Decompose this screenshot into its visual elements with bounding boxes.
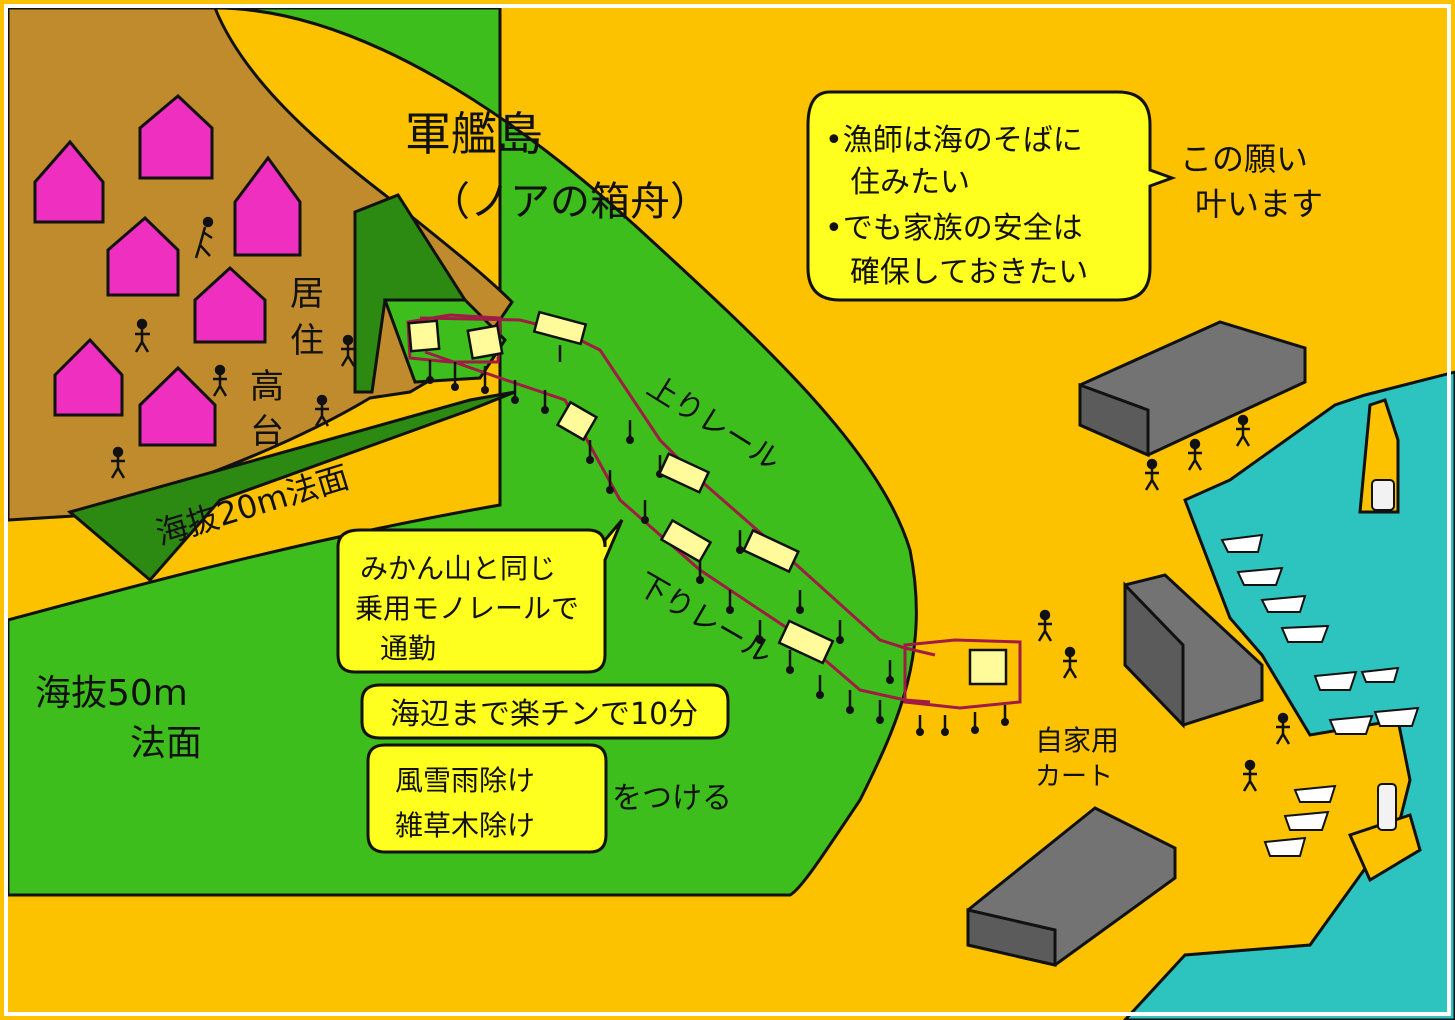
commute-text: 海辺まで楽チンで10分 xyxy=(390,697,698,732)
cart xyxy=(742,528,800,574)
station-loop-bottom xyxy=(903,638,1022,710)
residential-label: 住 xyxy=(290,321,324,361)
person-icon xyxy=(1062,646,1078,679)
lighthouse-icon xyxy=(1371,479,1395,511)
boat-icon xyxy=(1328,714,1374,735)
monorail-carts xyxy=(407,310,1008,686)
slope-band-20m xyxy=(66,390,516,583)
boat-icon xyxy=(1280,624,1330,643)
rail-post-caps xyxy=(426,376,1009,736)
person-icon xyxy=(212,364,228,397)
shelter-bubble xyxy=(366,743,608,854)
residential-label: 高 xyxy=(250,367,284,407)
green-hill xyxy=(6,6,918,897)
wish-answer: 叶います xyxy=(1195,185,1323,223)
monorail-line: 乗用モノレールで xyxy=(355,592,579,625)
boats xyxy=(1220,533,1420,857)
cart xyxy=(657,452,711,494)
boat-icon xyxy=(1293,784,1337,803)
boat-icon xyxy=(1236,566,1284,586)
boat-icon xyxy=(1283,810,1330,831)
cart xyxy=(466,324,504,360)
island-subtitle: （ノアの箱舟） xyxy=(430,179,710,225)
cart xyxy=(555,400,599,442)
person-icon xyxy=(134,318,150,353)
monorail-line: 通勤 xyxy=(380,632,436,665)
cart xyxy=(968,648,1008,686)
boat-icon xyxy=(1373,706,1420,727)
wish-line: •でも家族の安全は xyxy=(825,211,1083,246)
commute-bubble xyxy=(360,683,730,740)
boat-icon xyxy=(1360,666,1400,683)
wish-line: 確保しておきたい xyxy=(850,255,1088,290)
person-icon xyxy=(314,394,330,427)
lighthouses xyxy=(1371,479,1397,831)
warehouses xyxy=(966,320,1307,967)
person-icon xyxy=(1037,609,1053,642)
person-icon xyxy=(194,216,214,259)
houses xyxy=(33,93,302,447)
monorail-bubble xyxy=(336,519,624,674)
residents xyxy=(110,216,356,479)
person-icon xyxy=(1187,438,1203,471)
house xyxy=(138,93,214,180)
house xyxy=(193,265,267,344)
person-icon xyxy=(1235,414,1251,447)
cart xyxy=(777,619,835,665)
cart xyxy=(659,518,713,564)
island-title: 軍艦島 xyxy=(405,107,543,161)
sea-area xyxy=(1122,370,1455,1020)
map-border xyxy=(4,4,1451,1016)
boat-icon xyxy=(1220,533,1264,553)
station-loop-top xyxy=(406,313,502,364)
cart-label: カート xyxy=(1035,762,1113,792)
house xyxy=(53,337,124,417)
shelter-line: 雑草木除け xyxy=(395,809,535,842)
residential-label: 居 xyxy=(290,274,324,314)
wish-bubble xyxy=(806,90,1177,302)
cart-label: 自家用 xyxy=(1035,724,1119,757)
slope-50m-label: 法面 xyxy=(130,723,202,764)
house xyxy=(138,365,217,447)
shelter-line: 風雪雨除け xyxy=(395,764,535,797)
house xyxy=(233,155,302,257)
person-icon xyxy=(1275,712,1291,745)
boat-icon xyxy=(1260,594,1307,613)
person-icon xyxy=(110,446,126,479)
boat-icon xyxy=(1313,670,1358,691)
residential-label: 台 xyxy=(250,412,284,452)
monorail-line: みかん山と同じ xyxy=(360,552,556,585)
boat-icon xyxy=(1263,836,1307,857)
rail-posts xyxy=(428,345,1007,730)
slope-50m-label: 海抜50m xyxy=(35,673,188,714)
cart xyxy=(532,310,588,346)
callouts xyxy=(336,90,1177,854)
person-icon xyxy=(1144,458,1160,491)
wish-line: •漁師は海のそばに xyxy=(825,123,1083,158)
house xyxy=(106,215,180,297)
ground-people xyxy=(1037,414,1291,792)
person-icon xyxy=(1242,759,1258,792)
wish-answer: この願い xyxy=(1180,140,1308,178)
shelter-suffix: をつける xyxy=(612,781,732,816)
lighthouse-icon xyxy=(1377,783,1397,831)
cart xyxy=(407,319,441,353)
house xyxy=(33,139,105,224)
wish-line: 住みたい xyxy=(850,165,970,200)
person-icon xyxy=(340,334,356,367)
